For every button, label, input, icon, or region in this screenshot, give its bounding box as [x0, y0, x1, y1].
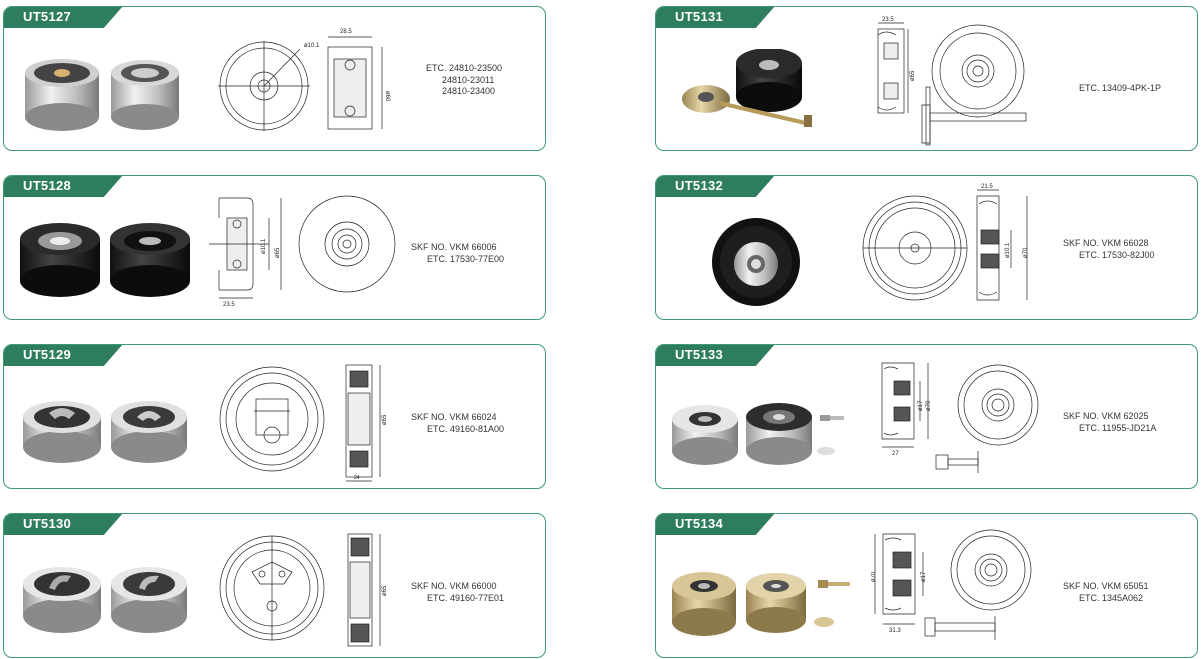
- dim-label: ø10.1: [261, 238, 267, 254]
- product-photo: [672, 403, 844, 465]
- technical-drawing: 27 ø17 ø70: [881, 362, 1039, 473]
- dim-label: ø65: [275, 247, 281, 258]
- product-card-ut5129: UT5129 ø65 24 SKF NO. VKM 66024 ETC. 491…: [3, 344, 546, 489]
- ref-line: ETC. 13409-4PK-1P: [1079, 83, 1162, 93]
- product-code-tab: UT5130: [4, 514, 123, 535]
- product-code: UT5128: [23, 178, 72, 193]
- dim-label: ø65: [382, 585, 388, 596]
- ref-line: ETC. 24810-23500: [426, 63, 503, 73]
- technical-drawing: 23.5 ø10.1 ø65: [209, 195, 396, 308]
- part-references: SKF NO. VKM 66024 ETC. 49160-81A00: [411, 412, 504, 435]
- product-card-ut5134: UT5134 ø70 ø17 31.3 SKF NO. VKM 65051 ET…: [655, 513, 1198, 658]
- ref-line: SKF NO. VKM 66024: [411, 412, 497, 422]
- product-code-tab: UT5128: [4, 176, 123, 197]
- product-code-tab: UT5133: [656, 345, 775, 366]
- ref-line: SKF NO. VKM 65051: [1063, 581, 1149, 591]
- product-code-tab: UT5127: [4, 7, 123, 28]
- technical-drawing: 21.5 ø10.1 ø70: [862, 184, 1029, 301]
- ref-line: ETC. 11955-JD21A: [1079, 422, 1157, 433]
- product-code: UT5134: [675, 516, 724, 531]
- product-card-ut5127: UT5127 ø10.1 28.5 ø60 ETC. 24810-23500 2…: [3, 6, 546, 151]
- ref-line: SKF NO. VKM 66000: [411, 581, 497, 591]
- dim-label: ø70: [1023, 247, 1029, 258]
- dim-label: 21.5: [981, 184, 993, 190]
- product-code: UT5127: [23, 9, 72, 24]
- product-code-tab: UT5132: [656, 176, 775, 197]
- product-code-tab: UT5131: [656, 7, 775, 28]
- product-code-tab: UT5134: [656, 514, 775, 535]
- ref-line: ETC. 17530-77E00: [427, 253, 505, 264]
- part-references: ETC. 13409-4PK-1P: [1079, 83, 1161, 95]
- dim-label: ø70: [926, 400, 932, 411]
- ref-line: SKF NO. VKM 62025: [1063, 411, 1149, 421]
- product-photo: [712, 218, 800, 306]
- part-references: SKF NO. VKM 66006 ETC. 17530-77E00: [411, 242, 504, 265]
- part-references: SKF NO. VKM 65051 ETC. 1345A062: [1063, 581, 1149, 604]
- dim-label: 31.3: [889, 628, 901, 634]
- dim-label: 23.5: [223, 302, 235, 308]
- ref-line: ETC. 1345A062: [1079, 592, 1144, 603]
- dim-label: ø17: [918, 400, 924, 411]
- technical-drawing: ø65 24: [219, 364, 388, 482]
- product-card-ut5128: UT5128 23.5 ø10.1 ø65 SKF NO. VKM 66006 …: [3, 175, 546, 320]
- ref-line: SKF NO. VKM 66006: [411, 242, 497, 252]
- part-references: SKF NO. VKM 66028 ETC. 17530-82J00: [1063, 238, 1155, 261]
- product-code-tab: UT5129: [4, 345, 123, 366]
- product-photo: [20, 223, 190, 297]
- product-photo: [23, 401, 187, 463]
- product-code: UT5130: [23, 516, 72, 531]
- technical-drawing: 23.5 ø65: [877, 17, 1027, 146]
- dim-label: ø70: [871, 571, 877, 582]
- product-photo: [682, 49, 812, 127]
- product-card-ut5130: UT5130 ø65 SKF NO. VKM 66000 ETC. 49160-…: [3, 513, 546, 658]
- product-code: UT5131: [675, 9, 724, 24]
- product-card-ut5132: UT5132 21.5 ø10.1 ø70 SKF NO. VKM 66028 …: [655, 175, 1198, 320]
- dim-label: 24: [354, 475, 360, 481]
- ref-line: 24810-23011: [442, 74, 495, 85]
- part-references: ETC. 24810-23500 24810-23011 24810-23400: [426, 63, 502, 98]
- dim-label: 28.5: [340, 29, 352, 35]
- ref-line: SKF NO. VKM 66028: [1063, 238, 1149, 248]
- product-photo: [23, 567, 187, 633]
- dim-label: ø65: [382, 414, 388, 425]
- ref-line: 24810-23400: [442, 86, 496, 96]
- ref-line: ETC. 49160-81A00: [427, 423, 505, 434]
- part-references: SKF NO. VKM 66000 ETC. 49160-77E01: [411, 581, 504, 604]
- product-card-ut5131: UT5131 23.5 ø65 ETC. 13409-4PK-1P: [655, 6, 1198, 151]
- dim-label: ø10.1: [1005, 242, 1011, 258]
- dim-label: 27: [892, 451, 899, 457]
- product-photo: [672, 572, 850, 636]
- dim-label: ø10.1: [304, 43, 320, 49]
- technical-drawing: ø10.1 28.5 ø60: [218, 29, 390, 131]
- technical-drawing: ø70 ø17 31.3: [871, 529, 1032, 640]
- dim-label: ø65: [910, 70, 916, 81]
- dim-label: ø17: [921, 571, 927, 582]
- dim-label: 23.5: [882, 17, 894, 23]
- product-photo: [25, 59, 179, 131]
- dim-label: ø60: [384, 91, 390, 102]
- ref-line: ETC. 49160-77E01: [427, 592, 505, 603]
- technical-drawing: ø65: [219, 533, 388, 647]
- product-code: UT5133: [675, 347, 724, 362]
- product-card-ut5133: UT5133 27 ø17 ø70 SKF NO. VKM 62025 ETC.…: [655, 344, 1198, 489]
- part-references: SKF NO. VKM 62025 ETC. 11955-JD21A: [1063, 411, 1156, 434]
- product-code: UT5129: [23, 347, 72, 362]
- ref-line: ETC. 17530-82J00: [1079, 249, 1155, 260]
- product-code: UT5132: [675, 178, 724, 193]
